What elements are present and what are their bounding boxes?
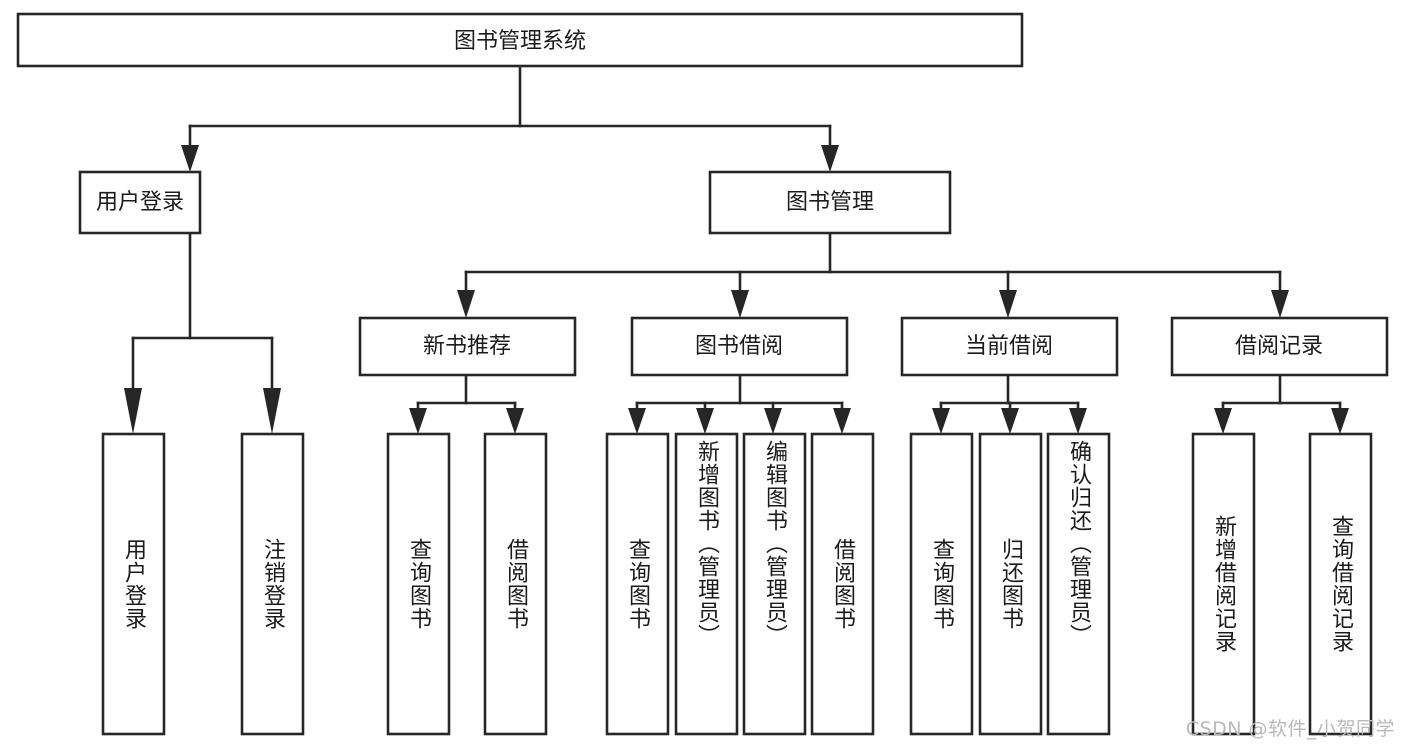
leaf-query-book-b[interactable] — [605, 432, 670, 736]
arrowhead-borrow-record — [1271, 290, 1289, 318]
arrowhead-borrow-book-b — [833, 408, 851, 434]
arrowhead-current-borrow — [999, 290, 1017, 318]
node-user-login[interactable] — [78, 170, 202, 235]
leaf-borrow-book-b[interactable] — [810, 432, 875, 736]
arrowhead-new-book-rec — [457, 290, 475, 318]
watermark-text: CSDN @软件_小贺同学 — [1185, 718, 1395, 740]
arrowhead-book-borrow — [731, 290, 749, 318]
arrowhead-borrow-book-a — [506, 408, 524, 434]
leaf-confirm-return-admin[interactable] — [1046, 432, 1111, 736]
node-new-book-recommend[interactable] — [358, 316, 577, 377]
arrowhead-leaf-user-login — [124, 388, 142, 434]
connectors-currentborrow-to-leaves — [932, 373, 1087, 434]
leaf-query-book-a[interactable] — [386, 432, 451, 736]
node-current-borrow[interactable] — [900, 316, 1119, 377]
leaf-query-book-c[interactable] — [909, 432, 974, 736]
node-new-book-recommend-label: 新书推荐 — [423, 334, 511, 359]
arrowhead-user-login — [181, 145, 199, 172]
connectors-bookmgmt-to-level2 — [457, 231, 1289, 318]
node-book-management-label: 图书管理 — [786, 190, 874, 215]
node-user-login-label: 用户登录 — [96, 190, 184, 215]
arrowhead-query-book-b — [628, 408, 646, 434]
leaf-return-book[interactable] — [978, 432, 1043, 736]
arrowhead-query-record — [1331, 408, 1349, 434]
node-book-borrow[interactable] — [630, 316, 849, 377]
arrowhead-confirm-return-admin — [1069, 408, 1087, 434]
node-root[interactable] — [16, 12, 1024, 68]
node-borrow-record-label: 借阅记录 — [1235, 334, 1323, 359]
leaf-add-book-admin[interactable] — [674, 432, 739, 736]
leaf-add-record[interactable] — [1191, 432, 1256, 736]
connectors-userlogin-to-leaves — [124, 231, 281, 434]
node-root-label: 图书管理系统 — [454, 29, 586, 54]
node-book-management[interactable] — [708, 170, 952, 235]
connectors-borrowrecord-to-leaves — [1214, 373, 1349, 434]
arrowhead-book-mgmt — [821, 145, 839, 172]
connectors-bookborrow-to-leaves — [628, 373, 851, 434]
connectors-newbookrec-to-leaves — [409, 373, 524, 434]
leaf-user-login[interactable] — [101, 432, 166, 736]
leaf-logout[interactable] — [240, 432, 305, 736]
arrowhead-leaf-logout — [263, 388, 281, 434]
node-borrow-record[interactable] — [1170, 316, 1389, 377]
leaf-query-record[interactable] — [1308, 432, 1373, 736]
arrowhead-query-book-a — [409, 408, 427, 434]
arrowhead-add-record — [1214, 408, 1232, 434]
leaf-edit-book-admin[interactable] — [742, 432, 807, 736]
arrowhead-query-book-c — [932, 408, 950, 434]
node-current-borrow-label: 当前借阅 — [965, 334, 1053, 359]
leaf-borrow-book-a[interactable] — [483, 432, 548, 736]
arrowhead-edit-book-admin — [764, 408, 782, 434]
node-book-borrow-label: 图书借阅 — [695, 334, 783, 359]
arrowhead-return-book — [1001, 408, 1019, 434]
arrowhead-add-book-admin — [696, 408, 714, 434]
connectors-root-to-level1 — [181, 64, 839, 172]
